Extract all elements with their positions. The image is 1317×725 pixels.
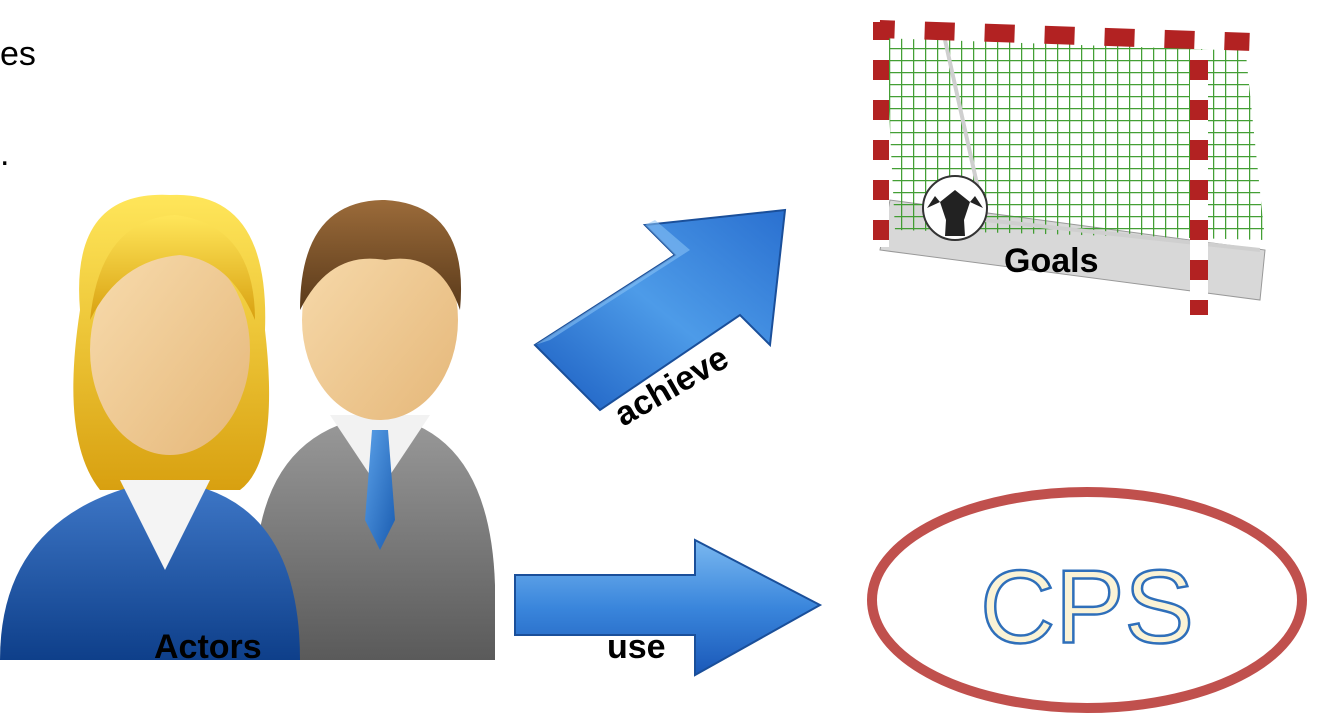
actors-icon bbox=[0, 194, 495, 660]
cropped-text-line-1: es bbox=[0, 35, 36, 73]
cps-ellipse: CPS bbox=[867, 487, 1307, 713]
use-arrow bbox=[514, 538, 823, 677]
achieve-arrow: achieve bbox=[533, 208, 787, 434]
cropped-text-line-2: . bbox=[0, 135, 10, 173]
actors-label: Actors bbox=[154, 628, 262, 666]
soccer-goal-icon bbox=[873, 19, 1266, 315]
goals-label: Goals bbox=[1004, 242, 1099, 280]
cps-label: CPS bbox=[980, 549, 1194, 665]
use-label: use bbox=[607, 628, 666, 666]
